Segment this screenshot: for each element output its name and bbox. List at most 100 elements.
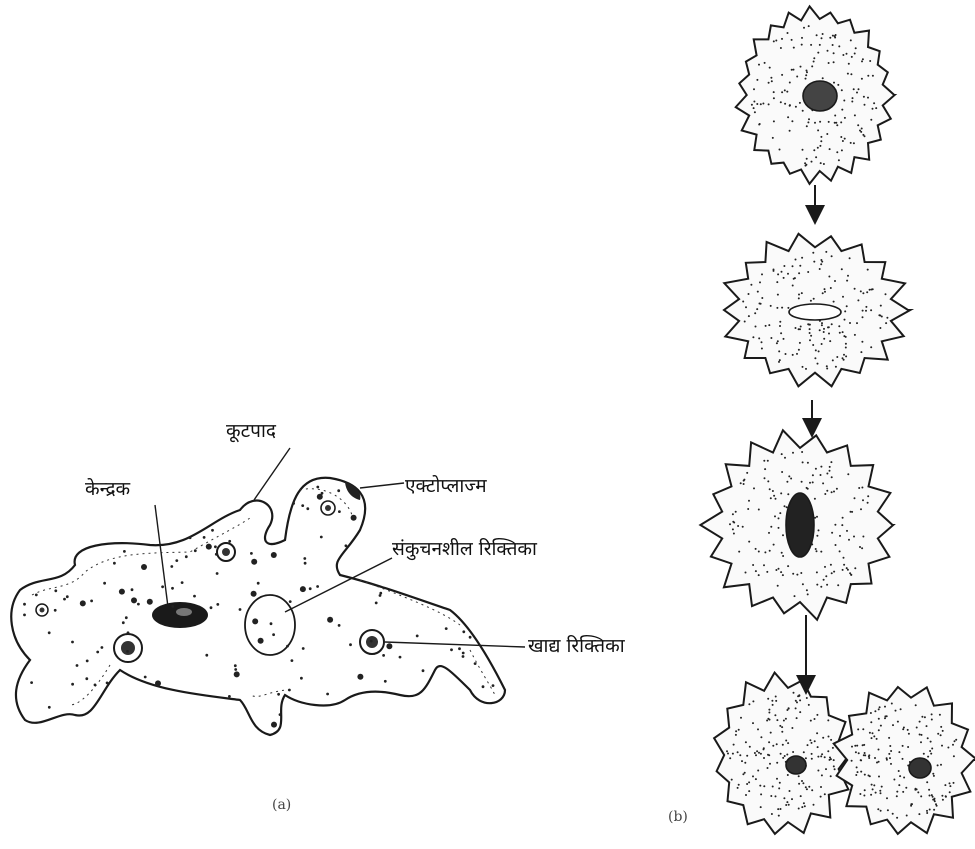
granule xyxy=(822,77,824,79)
granule xyxy=(800,66,802,68)
granule xyxy=(357,674,363,680)
granule xyxy=(821,322,823,324)
granule xyxy=(933,775,935,777)
granule xyxy=(842,517,844,519)
granule xyxy=(801,44,803,46)
granule xyxy=(761,341,763,343)
granule xyxy=(809,324,811,326)
granule xyxy=(735,730,737,732)
granule xyxy=(820,755,822,757)
granule xyxy=(810,300,812,302)
granule xyxy=(834,115,836,117)
granule xyxy=(767,718,769,720)
granule xyxy=(155,680,161,686)
granule xyxy=(772,490,774,492)
granule xyxy=(837,584,839,586)
granule xyxy=(770,497,772,499)
granule xyxy=(379,594,382,597)
granule xyxy=(758,574,760,576)
granule xyxy=(940,726,942,728)
granule xyxy=(830,287,832,289)
granule xyxy=(867,495,869,497)
granule xyxy=(744,772,746,774)
granule xyxy=(841,524,843,526)
granule xyxy=(802,366,804,368)
granule xyxy=(808,118,810,120)
granule xyxy=(798,294,800,296)
granule xyxy=(874,710,876,712)
granule xyxy=(779,512,781,514)
granule xyxy=(781,726,783,728)
granule xyxy=(890,750,892,752)
granule xyxy=(892,724,894,726)
granule xyxy=(827,50,829,52)
granule xyxy=(316,486,319,489)
granule xyxy=(941,745,943,747)
granule xyxy=(857,728,859,730)
granule xyxy=(90,600,93,603)
granule xyxy=(141,564,147,570)
granule xyxy=(864,789,866,791)
granule xyxy=(867,269,869,271)
granule xyxy=(937,764,939,766)
granule xyxy=(869,732,871,734)
granule xyxy=(779,725,781,727)
granule xyxy=(738,551,740,553)
granule xyxy=(834,280,836,282)
granule xyxy=(876,738,878,740)
granule xyxy=(205,654,208,657)
granule xyxy=(854,114,856,116)
granule xyxy=(778,517,780,519)
granule xyxy=(745,794,747,796)
granule xyxy=(817,770,819,772)
granule xyxy=(832,44,834,46)
granule xyxy=(272,633,275,636)
granule xyxy=(878,729,880,731)
granule xyxy=(820,586,822,588)
granule xyxy=(780,808,782,810)
granule xyxy=(800,795,802,797)
granule xyxy=(462,630,465,633)
granule xyxy=(778,568,780,570)
granule xyxy=(211,529,214,532)
granule xyxy=(814,498,816,500)
granule xyxy=(884,706,886,708)
granule xyxy=(126,650,129,653)
granule xyxy=(947,747,949,749)
granule xyxy=(729,523,731,525)
granule xyxy=(931,748,933,750)
granule xyxy=(161,585,164,588)
granule xyxy=(940,734,942,736)
granule xyxy=(955,739,957,741)
granule xyxy=(817,746,819,748)
granule xyxy=(855,47,857,49)
granule xyxy=(942,730,944,732)
granule xyxy=(773,120,775,122)
granule xyxy=(817,363,819,365)
granule xyxy=(820,162,822,164)
granule xyxy=(821,774,823,776)
granule xyxy=(926,812,928,814)
granule xyxy=(874,757,876,759)
granule xyxy=(760,103,762,105)
granule xyxy=(795,259,797,261)
granule xyxy=(778,527,780,529)
granule xyxy=(740,717,742,719)
granule xyxy=(801,257,803,259)
granule xyxy=(422,669,425,672)
granule xyxy=(338,510,341,513)
granule xyxy=(737,751,739,753)
granule xyxy=(862,316,864,318)
granule xyxy=(735,734,737,736)
granule xyxy=(824,493,826,495)
granule xyxy=(258,638,264,644)
granule xyxy=(867,502,869,504)
granule xyxy=(793,69,795,71)
granule xyxy=(763,564,765,566)
granule xyxy=(896,791,898,793)
granule xyxy=(949,791,951,793)
granule xyxy=(902,745,904,747)
granule xyxy=(809,332,811,334)
granule xyxy=(345,544,348,547)
granule xyxy=(830,775,832,777)
